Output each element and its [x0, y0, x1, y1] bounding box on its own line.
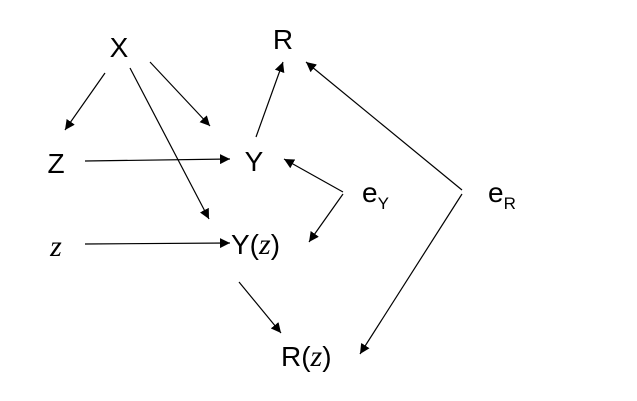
- node-x: X: [110, 32, 129, 63]
- edge-x-to-yz: [129, 67, 210, 220]
- edge-x-to-y: [149, 61, 211, 127]
- node-error-y: eY: [362, 177, 389, 213]
- edge-er-to-r: [305, 61, 463, 191]
- edge-smallz-to-yz: [84, 238, 231, 249]
- edge-er-to-rz: [359, 193, 463, 355]
- node-error-y-subscript: Y: [378, 194, 389, 213]
- node-r-of-z-suffix: ): [322, 341, 331, 372]
- node-y-of-z-suffix: ): [271, 229, 280, 260]
- node-r-of-z-var: z: [310, 340, 323, 373]
- edge-ey-to-y: [283, 158, 344, 193]
- node-y-of-z-var: z: [258, 228, 271, 261]
- nodes: X R Z Y z Y(z) R(z) eY eR: [47, 24, 515, 373]
- node-error-y-base: e: [362, 177, 378, 208]
- node-big-z: Z: [47, 148, 64, 179]
- edges: [64, 61, 463, 355]
- edge-bigz-to-y: [84, 154, 231, 165]
- node-r-of-z-prefix: R(: [281, 341, 311, 372]
- edge-yz-to-rz: [238, 281, 282, 334]
- node-error-r: eR: [488, 177, 516, 213]
- edge-x-to-z: [64, 72, 106, 131]
- node-y-of-z-prefix: Y(: [231, 229, 260, 260]
- edge-ey-to-yz: [308, 193, 344, 243]
- node-y: Y: [245, 146, 264, 177]
- node-small-z: z: [49, 230, 62, 263]
- node-r-of-z: R(z): [281, 340, 332, 373]
- node-error-r-subscript: R: [504, 194, 516, 213]
- node-error-r-base: e: [488, 177, 504, 208]
- edge-y-to-r: [255, 61, 285, 138]
- node-r: R: [273, 24, 293, 55]
- node-y-of-z: Y(z): [231, 228, 280, 261]
